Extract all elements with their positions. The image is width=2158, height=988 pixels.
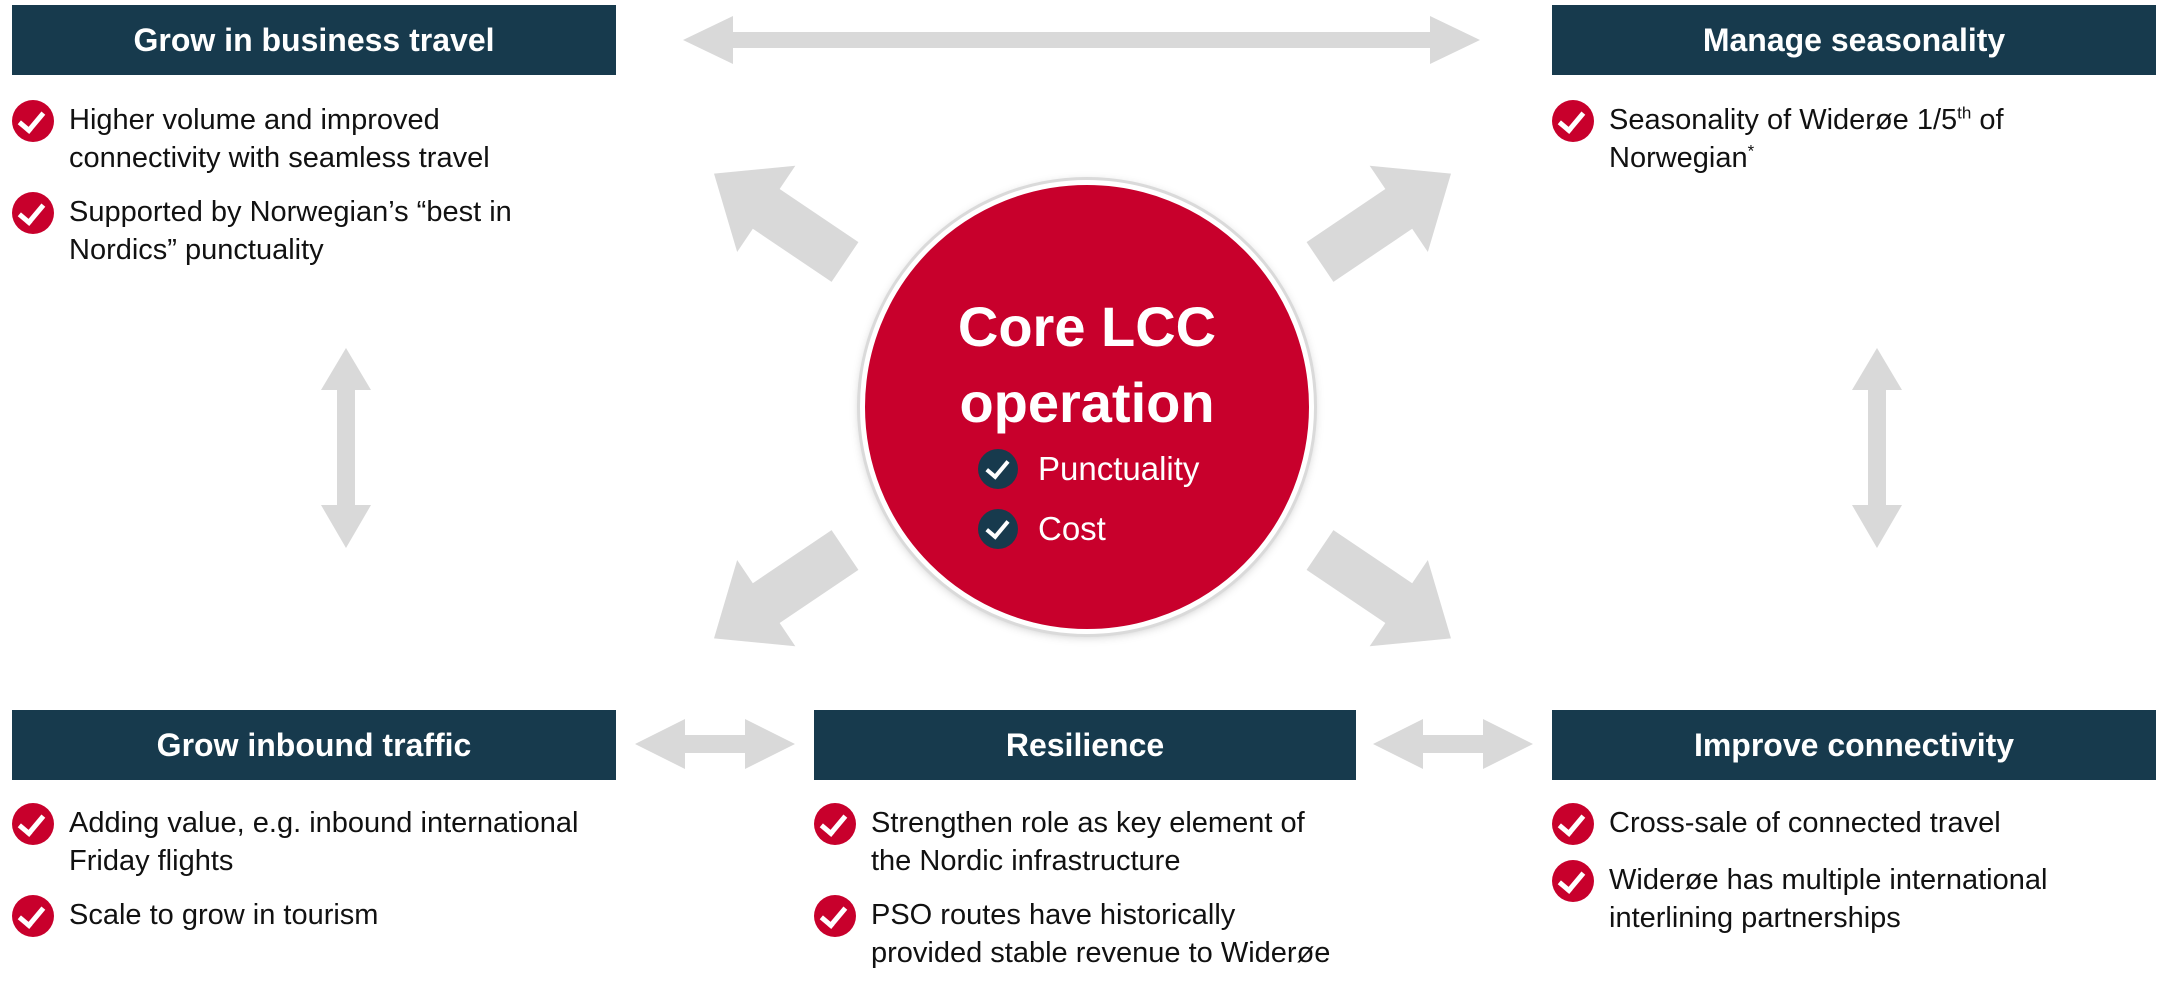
list-item-text: Scale to grow in tourism bbox=[69, 899, 379, 931]
list-item-text: Supported by Norwegian’s “best in Nordic… bbox=[69, 196, 512, 266]
check-icon bbox=[12, 192, 54, 234]
seasonality-list: Seasonality of Widerøe 1/5th of Norwegia… bbox=[1552, 100, 2152, 193]
left-vertical-arrow bbox=[321, 348, 371, 548]
list-item: Higher volume and improved connectivity … bbox=[12, 100, 612, 177]
check-icon bbox=[12, 100, 54, 142]
right-vertical-arrow bbox=[1852, 348, 1902, 548]
inbound-traffic-list: Adding value, e.g. inbound international… bbox=[12, 803, 612, 953]
check-icon bbox=[814, 895, 856, 937]
box-header-inbound-traffic: Grow inbound traffic bbox=[12, 710, 616, 780]
core-item-cost: Cost bbox=[978, 509, 1106, 549]
check-icon bbox=[1552, 803, 1594, 845]
check-icon bbox=[1552, 100, 1594, 142]
bottom-left-double-arrow bbox=[635, 719, 795, 769]
list-item-text: Cross-sale of connected travel bbox=[1609, 807, 2001, 839]
list-item: Supported by Norwegian’s “best in Nordic… bbox=[12, 192, 612, 269]
diagonal-arrow-lower-right bbox=[1306, 530, 1451, 647]
list-item: Widerøe has multiple international inter… bbox=[1552, 860, 2152, 937]
resilience-list: Strengthen role as key element of the No… bbox=[814, 803, 1354, 988]
core-circle: Core LCC operation Punctuality Cost bbox=[860, 180, 1314, 634]
list-item: Scale to grow in tourism bbox=[12, 895, 612, 937]
list-item: Adding value, e.g. inbound international… bbox=[12, 803, 612, 880]
check-icon bbox=[1552, 860, 1594, 902]
check-icon bbox=[12, 803, 54, 845]
box-header-resilience: Resilience bbox=[814, 710, 1356, 780]
core-title: Core LCC operation bbox=[957, 295, 1217, 434]
list-item-text: Higher volume and improved connectivity … bbox=[69, 104, 490, 174]
core-item-label: Cost bbox=[1038, 510, 1106, 547]
list-item-text: Widerøe has multiple international inter… bbox=[1609, 864, 2048, 934]
box-header-business-travel: Grow in business travel bbox=[12, 5, 616, 75]
check-icon bbox=[978, 449, 1018, 489]
diagonal-arrow-lower-left bbox=[714, 530, 859, 647]
check-icon bbox=[12, 895, 54, 937]
diagonal-arrow-upper-right bbox=[1306, 165, 1451, 282]
list-item: Seasonality of Widerøe 1/5th of Norwegia… bbox=[1552, 100, 2152, 177]
core-item-punctuality: Punctuality bbox=[978, 449, 1199, 489]
box-header-seasonality: Manage seasonality bbox=[1552, 5, 2156, 75]
list-item: Cross-sale of connected travel bbox=[1552, 803, 2152, 845]
list-item-text: Strengthen role as key element of the No… bbox=[871, 807, 1305, 877]
core-item-label: Punctuality bbox=[1038, 450, 1200, 487]
business-travel-list: Higher volume and improved connectivity … bbox=[12, 100, 612, 285]
list-item-text: Seasonality of Widerøe 1/5th of Norwegia… bbox=[1609, 103, 2004, 174]
check-icon bbox=[978, 509, 1018, 549]
list-item: Strengthen role as key element of the No… bbox=[814, 803, 1354, 880]
connector-arrows bbox=[321, 16, 1902, 769]
box-header-connectivity: Improve connectivity bbox=[1552, 710, 2156, 780]
diagonal-arrow-upper-left bbox=[714, 165, 859, 282]
check-icon bbox=[814, 803, 856, 845]
connectivity-list: Cross-sale of connected travel Widerøe h… bbox=[1552, 803, 2152, 953]
top-double-arrow bbox=[683, 16, 1480, 64]
bottom-right-double-arrow bbox=[1373, 719, 1533, 769]
list-item: PSO routes have historically provided st… bbox=[814, 895, 1354, 972]
list-item-text: PSO routes have historically provided st… bbox=[871, 899, 1331, 969]
list-item-text: Adding value, e.g. inbound international… bbox=[69, 807, 579, 877]
